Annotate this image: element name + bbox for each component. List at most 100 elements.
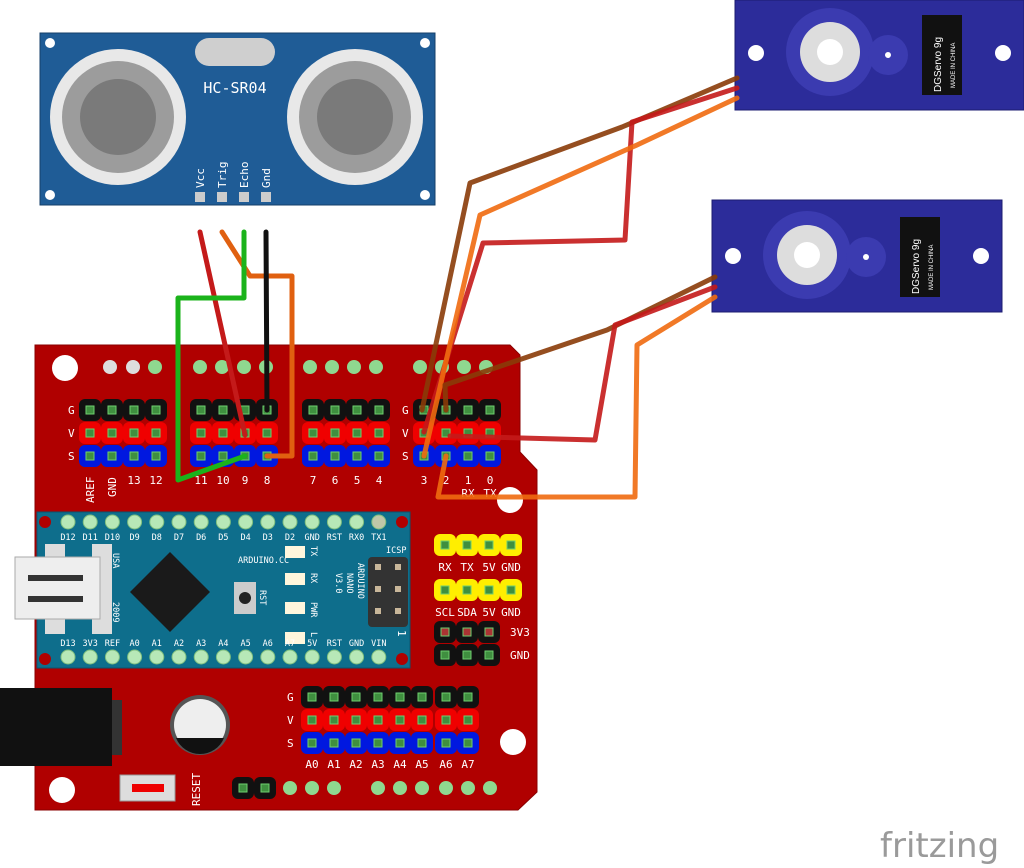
wire-trig[interactable]: [219, 229, 295, 459]
nano-top-pin[interactable]: [60, 514, 76, 530]
bottom-pin[interactable]: [305, 781, 319, 795]
nano-bottom-pin[interactable]: [371, 649, 387, 665]
i2c-header-pin[interactable]: [456, 579, 478, 601]
nano-top-pin[interactable]: [171, 514, 187, 530]
digital-header-pin[interactable]: [145, 422, 167, 444]
analog-header-pin[interactable]: [389, 732, 411, 754]
nano-top-pin[interactable]: [326, 514, 342, 530]
digital-header-pin[interactable]: [346, 422, 368, 444]
top-pin[interactable]: [215, 360, 229, 374]
power-header-pin[interactable]: [434, 621, 456, 643]
digital-header-pin[interactable]: [190, 445, 212, 467]
analog-header-pin[interactable]: [323, 686, 345, 708]
wire-echo[interactable]: [175, 229, 248, 483]
power-header-pin[interactable]: [456, 621, 478, 643]
i2c-header-pin[interactable]: [434, 579, 456, 601]
nano-top-pin[interactable]: [371, 514, 387, 530]
bottom-pin[interactable]: [393, 781, 407, 795]
top-pin[interactable]: [237, 360, 251, 374]
analog-header-pin[interactable]: [345, 709, 367, 731]
nano-top-pin[interactable]: [149, 514, 165, 530]
bottom-pin[interactable]: [461, 781, 475, 795]
nano-top-pin[interactable]: [260, 514, 276, 530]
digital-header-pin[interactable]: [368, 399, 390, 421]
digital-header-pin[interactable]: [457, 422, 479, 444]
analog-header-pin[interactable]: [323, 709, 345, 731]
servo-2-ground-wire[interactable]: [442, 274, 718, 413]
nano-bottom-pin[interactable]: [238, 649, 254, 665]
analog-header-pin[interactable]: [301, 686, 323, 708]
analog-header-pin[interactable]: [301, 709, 323, 731]
top-pin[interactable]: [457, 360, 471, 374]
analog-header-pin[interactable]: [345, 686, 367, 708]
nano-bottom-pin[interactable]: [193, 649, 209, 665]
bottom-pin[interactable]: [415, 781, 429, 795]
nano-top-pin[interactable]: [127, 514, 143, 530]
digital-header-pin[interactable]: [256, 422, 278, 444]
analog-header-pin[interactable]: [435, 686, 457, 708]
digital-header-pin[interactable]: [368, 445, 390, 467]
servo-2[interactable]: DGServo 9g MADE IN CHINA: [711, 199, 1003, 313]
digital-header-pin[interactable]: [479, 422, 501, 444]
nano-bottom-pin[interactable]: [304, 649, 320, 665]
digital-header-pin[interactable]: [79, 445, 101, 467]
nano-bottom-pin[interactable]: [104, 649, 120, 665]
digital-header-pin[interactable]: [346, 399, 368, 421]
nano-bottom-pin[interactable]: [82, 649, 98, 665]
analog-header-pin[interactable]: [367, 709, 389, 731]
analog-header-pin[interactable]: [435, 709, 457, 731]
power-header-pin[interactable]: [434, 644, 456, 666]
i2c-header-pin[interactable]: [500, 579, 522, 601]
servo-1[interactable]: DGServo 9g MADE IN CHINA: [734, 0, 1024, 111]
digital-header-pin[interactable]: [190, 422, 212, 444]
power-header-pin[interactable]: [478, 644, 500, 666]
nano-top-pin[interactable]: [238, 514, 254, 530]
analog-header-pin[interactable]: [301, 732, 323, 754]
top-pin[interactable]: [369, 360, 383, 374]
nano-top-pin[interactable]: [104, 514, 120, 530]
analog-header-pin[interactable]: [389, 686, 411, 708]
digital-header-pin[interactable]: [145, 399, 167, 421]
digital-header-pin[interactable]: [212, 399, 234, 421]
sensor-pin[interactable]: [239, 192, 249, 202]
nano-top-pin[interactable]: [82, 514, 98, 530]
digital-header-pin[interactable]: [212, 422, 234, 444]
bottom-pin[interactable]: [254, 777, 276, 799]
digital-header-pin[interactable]: [101, 399, 123, 421]
digital-header-pin[interactable]: [302, 399, 324, 421]
analog-header-pin[interactable]: [411, 709, 433, 731]
digital-header-pin[interactable]: [324, 399, 346, 421]
servo-1-signal-wire[interactable]: [421, 95, 740, 459]
bottom-pin[interactable]: [439, 781, 453, 795]
nano-top-pin[interactable]: [215, 514, 231, 530]
servo-2-signal-wire[interactable]: [435, 294, 718, 500]
icsp-header[interactable]: [368, 557, 408, 627]
nano-bottom-pin[interactable]: [349, 649, 365, 665]
nano-bottom-pin[interactable]: [149, 649, 165, 665]
sensor-pin[interactable]: [217, 192, 227, 202]
digital-header-pin[interactable]: [79, 422, 101, 444]
analog-header-pin[interactable]: [367, 686, 389, 708]
nano-top-pin[interactable]: [304, 514, 320, 530]
digital-header-pin[interactable]: [101, 445, 123, 467]
top-pin[interactable]: [126, 360, 140, 374]
wire-vcc[interactable]: [197, 229, 248, 438]
analog-header-pin[interactable]: [457, 709, 479, 731]
nano-bottom-pin[interactable]: [260, 649, 276, 665]
uart-header-pin[interactable]: [434, 534, 456, 556]
nano-bottom-pin[interactable]: [127, 649, 143, 665]
digital-header-pin[interactable]: [346, 445, 368, 467]
top-pin[interactable]: [303, 360, 317, 374]
digital-header-pin[interactable]: [145, 445, 167, 467]
power-header-pin[interactable]: [478, 621, 500, 643]
bottom-pin[interactable]: [371, 781, 385, 795]
analog-header-pin[interactable]: [367, 732, 389, 754]
digital-header-pin[interactable]: [123, 422, 145, 444]
nano-bottom-pin[interactable]: [326, 649, 342, 665]
top-pin[interactable]: [103, 360, 117, 374]
digital-header-pin[interactable]: [457, 399, 479, 421]
bottom-pin[interactable]: [283, 781, 297, 795]
bottom-pin[interactable]: [483, 781, 497, 795]
bottom-pin[interactable]: [232, 777, 254, 799]
